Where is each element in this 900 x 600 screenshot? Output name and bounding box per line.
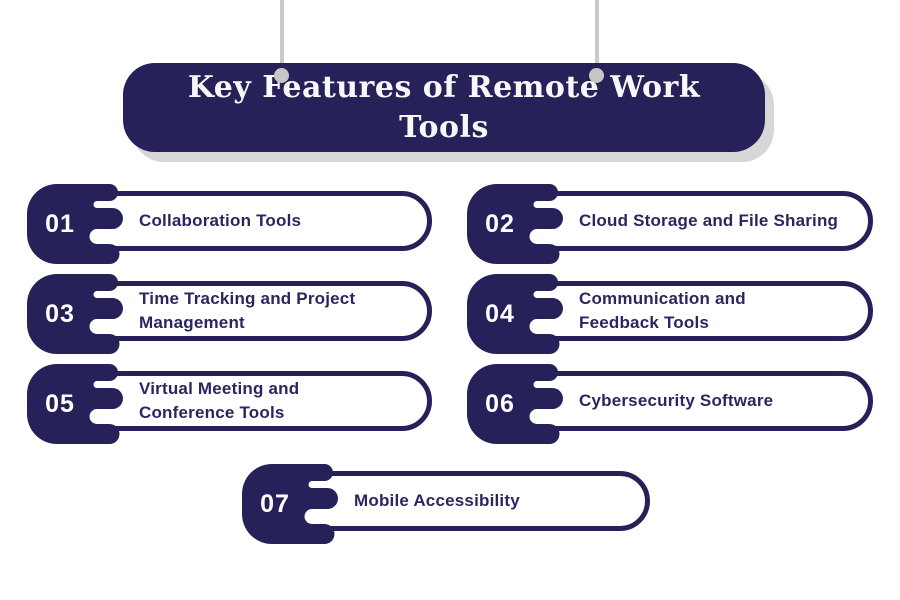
feature-label: Cloud Storage and File Sharing bbox=[579, 211, 839, 230]
feature-label: Time Tracking and Project Management bbox=[139, 289, 356, 332]
hanger-line-left bbox=[280, 0, 284, 74]
feature-item-02: 02 Cloud Storage and File Sharing bbox=[467, 184, 873, 264]
number-badge-shape bbox=[242, 464, 338, 544]
feature-item-04: 04 Communication and Feedback Tools bbox=[467, 274, 873, 354]
feature-label: Virtual Meeting and Conference Tools bbox=[139, 379, 300, 422]
hanger-line-right bbox=[595, 0, 599, 74]
feature-item-05: 05 Virtual Meeting and Conference Tools bbox=[27, 364, 432, 444]
feature-number: 01 bbox=[45, 209, 75, 238]
feature-item-06: 06 Cybersecurity Software bbox=[467, 364, 873, 444]
hanger-dot-right bbox=[589, 68, 604, 83]
feature-item-03: 03 Time Tracking and Project Management bbox=[27, 274, 432, 354]
feature-number: 03 bbox=[45, 299, 75, 328]
feature-number: 06 bbox=[485, 389, 515, 418]
number-badge-shape bbox=[27, 184, 123, 264]
feature-item-07: 07 Mobile Accessibility bbox=[242, 464, 650, 544]
feature-number: 07 bbox=[260, 489, 290, 518]
number-badge-shape bbox=[27, 274, 123, 354]
feature-label: Collaboration Tools bbox=[139, 211, 302, 230]
feature-number: 02 bbox=[485, 209, 515, 238]
number-badge-shape bbox=[27, 364, 123, 444]
feature-pill bbox=[55, 371, 432, 431]
number-badge-shape bbox=[467, 274, 563, 354]
feature-label: Cybersecurity Software bbox=[579, 391, 774, 410]
feature-label: Mobile Accessibility bbox=[354, 491, 520, 510]
page-title: Key Features of Remote Work Tools bbox=[187, 69, 701, 145]
title-banner: Key Features of Remote Work Tools bbox=[123, 63, 765, 152]
feature-number: 05 bbox=[45, 389, 75, 418]
number-badge-shape bbox=[467, 364, 563, 444]
number-badge-shape bbox=[467, 184, 563, 264]
feature-item-01: 01 Collaboration Tools bbox=[27, 184, 432, 264]
hanger-dot-left bbox=[274, 68, 289, 83]
feature-label: Communication and Feedback Tools bbox=[579, 289, 746, 332]
feature-number: 04 bbox=[485, 299, 515, 328]
